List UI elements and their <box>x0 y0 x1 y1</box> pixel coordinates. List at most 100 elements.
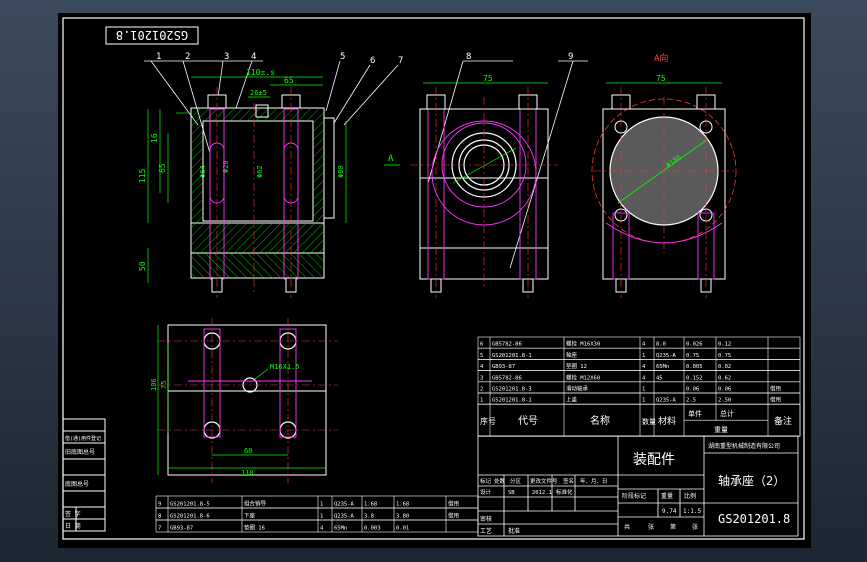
dim-16: 16 <box>150 133 159 143</box>
bom-upper-cell-qty: 4 <box>642 364 646 370</box>
stage-label: 阶段标记 <box>622 492 646 500</box>
bom-upper-cell-name: 螺栓 M16X30 <box>566 340 600 348</box>
top-dim-110: 110 <box>241 469 254 477</box>
bom-upper-cell-note: 借用 <box>770 396 781 404</box>
bom-upper-cell-code: GB5782-86 <box>492 342 522 348</box>
balloon-7: 7 <box>398 56 403 66</box>
sheet-index-unit: 张 <box>692 523 698 531</box>
rev-h4: 签名 <box>563 477 574 485</box>
bom-upper-cell-qty: 1 <box>642 398 645 404</box>
rev-h0: 标记 <box>480 477 492 485</box>
bom-upper-cell-total: 0.02 <box>718 364 731 370</box>
bom-upper-cell-qty: 1 <box>642 387 645 393</box>
bom-upper-cell-total: 0.12 <box>718 342 731 348</box>
top-dim-75: 75 <box>160 381 168 389</box>
bom-upper-cell-code: GB5782-86 <box>492 375 522 381</box>
strip-text-4: 日 期 <box>65 522 81 530</box>
a-view: A向 75 Φ186 <box>591 52 737 298</box>
standardization: 标准化 <box>556 488 573 496</box>
bom-header-row: 序号代号名称数量材料单件总计重量备注 <box>477 403 801 437</box>
bom-upper-cell-material: Q235-A <box>656 398 677 404</box>
bom-upper-cell-material: 45 <box>656 375 663 381</box>
bom-upper-cell-code: GB93-87 <box>492 364 515 370</box>
bom-header-name: 名称 <box>590 414 610 427</box>
bom-lower-cell-material: Q235-A <box>334 502 355 508</box>
company-name: 湖南重型机械制造有限公司 <box>708 442 780 450</box>
bom-upper-cell-unit: 0.152 <box>686 375 703 381</box>
bom-upper-cell-name: 垫圈 12 <box>566 362 587 370</box>
bom-upper-cell-code: GS201201.8-3 <box>492 387 532 393</box>
bom-header-unit: 单件 <box>688 409 702 418</box>
rev-h3: 更改文件号 <box>530 477 558 485</box>
bom-header-note: 备注 <box>774 415 792 427</box>
strip-text-0: 借(通)用件登记 <box>65 435 101 442</box>
bom-upper-cell-unit: 0.75 <box>686 353 699 359</box>
bom-lower-cell-name: 组合销导 <box>244 500 267 508</box>
top-hole-note: M16X1.5 <box>270 363 300 371</box>
bom-lower-cell-qty: 4 <box>320 526 324 532</box>
bom-lower-cell-note: 借用 <box>448 500 459 508</box>
dim-65-left: 65 <box>158 163 167 173</box>
bom-lower-cell-material: Q235-A <box>334 514 355 520</box>
bom-lower-cell-unit: 3.8 <box>364 514 374 520</box>
bom-upper-cell-total: 2.50 <box>718 398 731 404</box>
bom-lower-cell-qty: 1 <box>320 502 323 508</box>
weight-label: 重量 <box>661 492 673 500</box>
bom-header-total: 总计 <box>720 409 734 418</box>
left-registration-strip: 借(通)用件登记 旧底图总号 底图总号 签 字 日 期 <box>62 418 106 532</box>
bom-lower-cell-code: GS201201.8-5 <box>170 502 210 508</box>
dia-62: Φ62 <box>256 165 264 178</box>
bom-upper-cell-unit: 2.5 <box>686 398 696 404</box>
bom-lower-cell-total: 0.01 <box>396 526 409 532</box>
rev-h2: 分区 <box>510 477 522 485</box>
bom-upper-cell-total: 0.75 <box>718 353 731 359</box>
a-view-title: A向 <box>654 52 668 64</box>
side-dim-75: 75 <box>483 74 493 83</box>
strip-text-1: 旧底图总号 <box>65 448 95 456</box>
balloon-3: 3 <box>224 52 229 62</box>
bom-upper-cell-code: GS201201.8-1 <box>492 398 532 404</box>
top-dim-60: 60 <box>244 447 252 455</box>
bom-lower-cell-total: 1.68 <box>396 502 409 508</box>
title-block: 装配件 湖南重型机械制造有限公司 轴承座（2） GS201201.8 标记 处数… <box>477 435 799 537</box>
sheet-index-label: 第 <box>670 523 676 531</box>
bom-upper-cell-qty: 4 <box>642 375 646 381</box>
bom-upper-cell-name: 上盖 <box>566 396 578 404</box>
assembly-label: 装配件 <box>633 452 675 468</box>
process-label: 工艺 <box>480 527 492 535</box>
balloon-2: 2 <box>185 52 190 62</box>
balloon-5: 5 <box>340 52 345 62</box>
dim-110: 110±.s <box>246 68 275 77</box>
bom-upper-cell-no: 5 <box>480 353 483 359</box>
balloon-6: 6 <box>370 56 375 66</box>
bom-upper-cell-unit: 0.005 <box>686 364 703 370</box>
bom-lower-cell-name: 垫圈 16 <box>244 524 265 532</box>
drawing-sheet[interactable]: GS201201.8 1 2 3 4 5 6 7 <box>58 13 811 548</box>
bom-lower-cell-note: 借用 <box>448 512 459 520</box>
scale-value: 1:1.5 <box>683 508 701 515</box>
bom-upper-cell-material: Q235-A <box>656 353 677 359</box>
rev-h5: 年、月、日 <box>580 477 608 485</box>
bom-lower-cell-total: 3.80 <box>396 514 409 520</box>
balloon-1: 1 <box>156 52 161 62</box>
bom-lower-cell-material: 65Mn <box>334 526 347 532</box>
dim-50: 50 <box>138 261 147 271</box>
section-marker-a: A <box>388 154 394 164</box>
bom-header-qty: 数量 <box>642 417 656 426</box>
bom-upper-cell-name: 滑动轴承 <box>566 385 589 393</box>
bom-lower-cell-name: 下座 <box>244 512 256 520</box>
bom-upper-cell-code: GS201201.8-1 <box>492 353 532 359</box>
sheet-total-unit: 张 <box>648 523 654 531</box>
assembly-drawing: GS201201.8 1 2 3 4 5 6 7 <box>62 17 805 540</box>
a-dim-75: 75 <box>656 74 666 83</box>
